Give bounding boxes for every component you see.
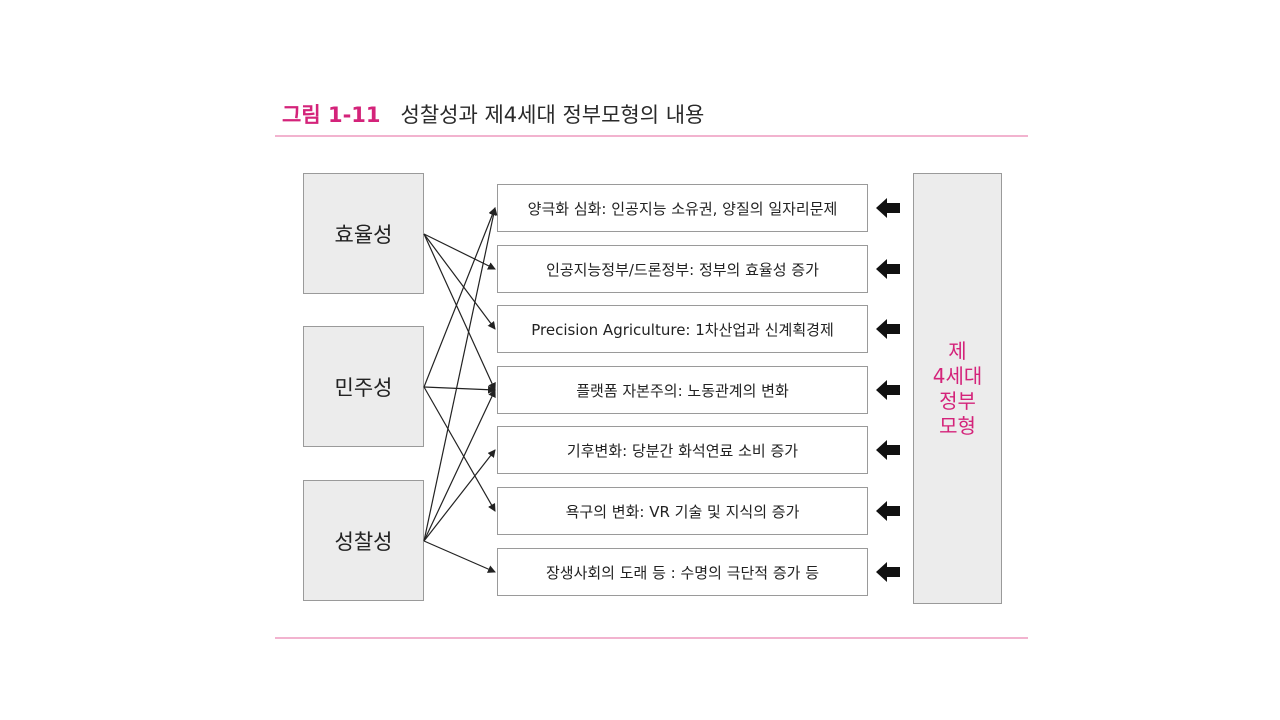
left-arrow-icon bbox=[876, 259, 900, 279]
source-box-efficiency: 효율성 bbox=[303, 173, 424, 294]
connector-edge bbox=[423, 449, 496, 542]
content-box-platform-capitalism: 플랫폼 자본주의: 노동관계의 변화 bbox=[497, 366, 868, 414]
connector-edge bbox=[423, 389, 496, 542]
fourth-generation-government-box: 제 4세대 정부 모형 bbox=[913, 173, 1002, 604]
connector-edge bbox=[423, 385, 496, 394]
left-arrow-icon bbox=[876, 501, 900, 521]
content-box-longevity-society: 장생사회의 도래 등 : 수명의 극단적 증가 등 bbox=[497, 548, 868, 596]
connector-edge bbox=[423, 207, 497, 388]
connector-edge bbox=[423, 233, 496, 391]
connector-edge bbox=[423, 233, 496, 270]
source-box-reflexivity: 성찰성 bbox=[303, 480, 424, 601]
left-arrow-icon bbox=[876, 562, 900, 582]
top-rule bbox=[275, 135, 1028, 137]
content-box-precision-agriculture: Precision Agriculture: 1차산업과 신계획경제 bbox=[497, 305, 868, 353]
figure-caption: 성찰성과 제4세대 정부모형의 내용 bbox=[400, 103, 705, 127]
source-box-democracy: 민주성 bbox=[303, 326, 424, 447]
connector-edge bbox=[423, 386, 496, 512]
gov-label-line: 모형 bbox=[939, 413, 976, 438]
left-arrow-icon bbox=[876, 440, 900, 460]
gov-label-line: 제 bbox=[948, 338, 967, 363]
content-box-changing-needs: 욕구의 변화: VR 기술 및 지식의 증가 bbox=[497, 487, 868, 535]
connector-edge bbox=[423, 233, 496, 330]
figure-label: 그림 1-11 bbox=[282, 103, 381, 127]
content-box-polarization: 양극화 심화: 인공지능 소유권, 양질의 일자리문제 bbox=[497, 184, 868, 232]
connector-edge bbox=[423, 540, 496, 573]
figure-title: 그림 1-11 성찰성과 제4세대 정부모형의 내용 bbox=[282, 99, 704, 129]
left-arrow-icon bbox=[876, 380, 900, 400]
left-arrow-icon bbox=[876, 198, 900, 218]
bottom-rule bbox=[275, 637, 1028, 639]
content-box-climate-change: 기후변화: 당분간 화석연료 소비 증가 bbox=[497, 426, 868, 474]
connector-edge bbox=[423, 207, 498, 542]
left-arrow-icon bbox=[876, 319, 900, 339]
gov-label-line: 4세대 bbox=[932, 363, 983, 388]
gov-label-line: 정부 bbox=[939, 388, 976, 413]
content-box-ai-government: 인공지능정부/드론정부: 정부의 효율성 증가 bbox=[497, 245, 868, 293]
